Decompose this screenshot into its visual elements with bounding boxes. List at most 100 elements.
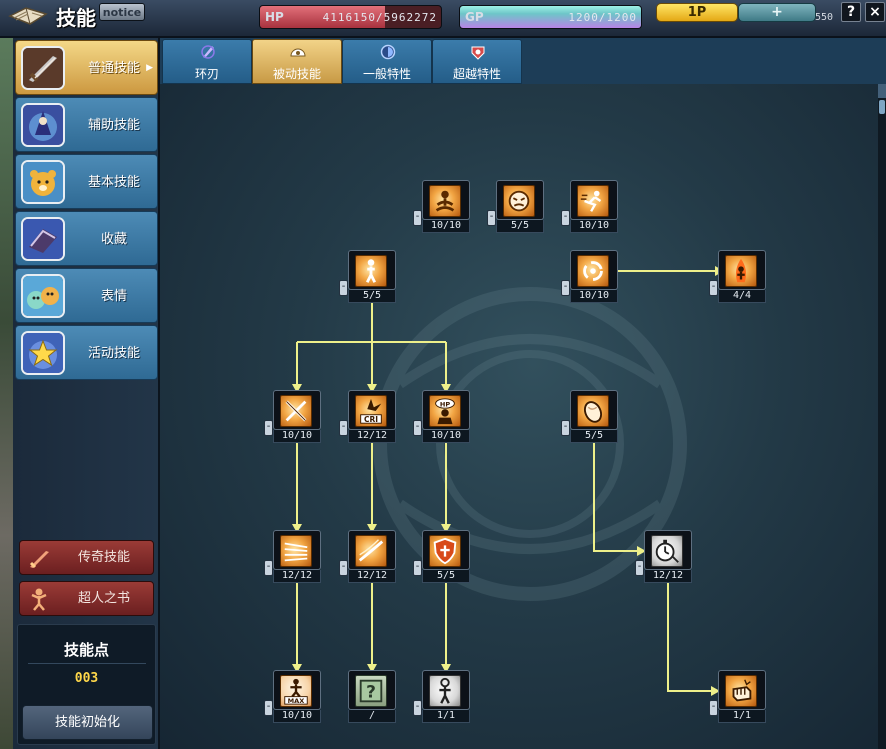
category-emotes[interactable]: 表情 bbox=[15, 268, 158, 323]
superman-book-label: 超人之书 bbox=[77, 591, 130, 606]
skill-level: 10/10 bbox=[570, 290, 618, 303]
level-down-button[interactable]: - bbox=[339, 280, 348, 296]
skill-node[interactable]: - MAX 10/10 bbox=[264, 670, 321, 723]
category-label: 基本技能 bbox=[87, 175, 140, 190]
level-down-button[interactable]: - bbox=[339, 420, 348, 436]
skill-points-title: 技能点 bbox=[63, 641, 109, 659]
skill-level: 10/10 bbox=[570, 220, 618, 233]
skill-node[interactable]: - 12/12 bbox=[635, 530, 692, 583]
window-title: 技能 bbox=[56, 6, 96, 30]
divider bbox=[28, 663, 146, 664]
tab-transcendent-traits[interactable]: 超越特性 bbox=[432, 39, 522, 84]
skill-level: 5/5 bbox=[496, 220, 544, 233]
level-down-button[interactable]: - bbox=[264, 560, 273, 576]
category-label: 普通技能 bbox=[87, 61, 140, 76]
level-down-button[interactable]: - bbox=[264, 420, 273, 436]
cross-blades-icon bbox=[280, 395, 312, 427]
skill-level: 10/10 bbox=[422, 220, 470, 233]
legend-skills-label: 传奇技能 bbox=[77, 550, 130, 565]
category-collection[interactable]: 收藏 bbox=[15, 211, 158, 266]
tab-general-traits[interactable]: 一般特性 bbox=[342, 39, 432, 84]
skill-node[interactable]: - 5/5 bbox=[561, 390, 618, 443]
critical-icon: CRI bbox=[355, 395, 387, 427]
level-down-button[interactable]: - bbox=[339, 560, 348, 576]
1p-button[interactable]: 1P bbox=[656, 3, 738, 22]
notice-button[interactable]: notice bbox=[99, 3, 145, 21]
skill-tree-panel: - 10/10 - 5/5 - 10/10 - 5/5 - bbox=[160, 84, 878, 749]
hp-fill bbox=[260, 6, 385, 28]
level-down-button[interactable]: - bbox=[264, 700, 273, 716]
tab-ring-blade[interactable]: 环刃 bbox=[162, 39, 252, 84]
skill-node[interactable]: - 5/5 bbox=[339, 250, 396, 303]
skill-points-value: 003 bbox=[74, 671, 99, 686]
category-label: 表情 bbox=[100, 289, 127, 304]
svg-text:MAX: MAX bbox=[288, 697, 305, 705]
category-label: 活动技能 bbox=[87, 346, 140, 361]
stance-icon bbox=[355, 255, 387, 287]
category-normal-skills[interactable]: 普通技能 ▶ bbox=[15, 40, 158, 95]
skill-node[interactable]: - 10/10 bbox=[561, 250, 618, 303]
skill-node[interactable]: - 5/5 bbox=[413, 530, 470, 583]
category-support-skills[interactable]: 辅助技能 bbox=[15, 97, 158, 152]
shield-orb-icon bbox=[380, 44, 396, 60]
skill-node[interactable]: - HP 10/10 bbox=[413, 390, 470, 443]
sword-icon bbox=[21, 46, 65, 90]
skill-node[interactable]: - 10/10 bbox=[413, 180, 470, 233]
gp-label: GP bbox=[465, 10, 484, 24]
slash-icon bbox=[280, 535, 312, 567]
skill-node[interactable]: - 10/10 bbox=[561, 180, 618, 233]
skill-node[interactable]: - 1/1 bbox=[709, 670, 766, 723]
level-down-button[interactable]: - bbox=[487, 210, 496, 226]
chevron-right-icon: ▶ bbox=[146, 63, 153, 73]
gp-bar: GP 1200/1200 bbox=[459, 5, 642, 29]
passive-icon bbox=[290, 44, 306, 60]
guard-shield-icon bbox=[429, 535, 461, 567]
superman-book-button[interactable]: 超人之书 bbox=[19, 581, 154, 616]
scroll-thumb[interactable] bbox=[879, 100, 885, 114]
tab-passive-skills[interactable]: 被动技能 bbox=[252, 39, 342, 84]
level-down-button[interactable]: - bbox=[413, 560, 422, 576]
level-down-button[interactable]: - bbox=[709, 280, 718, 296]
category-event-skills[interactable]: 活动技能 bbox=[15, 325, 158, 380]
skill-node[interactable]: - CRI 12/12 bbox=[339, 390, 396, 443]
meditate-icon bbox=[429, 185, 461, 217]
swoosh-icon bbox=[355, 535, 387, 567]
legend-skills-button[interactable]: 传奇技能 bbox=[19, 540, 154, 575]
skill-level: 1/1 bbox=[422, 710, 470, 723]
level-down-button[interactable]: - bbox=[635, 560, 644, 576]
skill-level: 12/12 bbox=[273, 570, 321, 583]
skill-points-panel: 技能点 003 技能初始化 bbox=[17, 624, 156, 745]
crest-icon bbox=[470, 44, 486, 60]
plus-button[interactable]: + bbox=[738, 3, 816, 22]
gp-fill bbox=[460, 6, 641, 28]
level-down-button[interactable]: - bbox=[413, 700, 422, 716]
category-basic-skills[interactable]: 基本技能 bbox=[15, 154, 158, 209]
skill-book-icon bbox=[6, 2, 50, 28]
close-button[interactable]: × bbox=[865, 2, 885, 22]
skill-node[interactable]: - 12/12 bbox=[339, 530, 396, 583]
skill-node[interactable]: ? / bbox=[348, 670, 396, 723]
skill-node[interactable]: - 10/10 bbox=[264, 390, 321, 443]
level-down-button[interactable]: - bbox=[709, 700, 718, 716]
skill-tabs: 环刃 被动技能 一般特性 超越特性 bbox=[160, 38, 886, 84]
skill-level: 10/10 bbox=[422, 430, 470, 443]
level-down-button[interactable]: - bbox=[413, 210, 422, 226]
skill-level: 10/10 bbox=[273, 430, 321, 443]
hp-boost-icon: HP bbox=[429, 395, 461, 427]
skill-node[interactable]: - 4/4 bbox=[709, 250, 766, 303]
stopwatch-icon bbox=[651, 535, 683, 567]
skill-node[interactable]: - 1/1 bbox=[413, 670, 470, 723]
tree-scrollbar[interactable] bbox=[878, 84, 886, 749]
tab-label: 被动技能 bbox=[272, 67, 321, 81]
skill-node[interactable]: - 12/12 bbox=[264, 530, 321, 583]
hp-value: 4116150/5962272 bbox=[322, 11, 437, 24]
level-down-button[interactable]: - bbox=[561, 420, 570, 436]
level-down-button[interactable]: - bbox=[561, 210, 570, 226]
level-down-button[interactable]: - bbox=[561, 280, 570, 296]
scroll-up-arrow-icon[interactable] bbox=[878, 84, 886, 98]
help-button[interactable]: ? bbox=[841, 2, 861, 22]
level-down-button[interactable]: - bbox=[413, 420, 422, 436]
reset-skills-button[interactable]: 技能初始化 bbox=[22, 705, 153, 740]
skill-node[interactable]: - 5/5 bbox=[487, 180, 544, 233]
emblem-watermark-icon bbox=[373, 287, 687, 601]
